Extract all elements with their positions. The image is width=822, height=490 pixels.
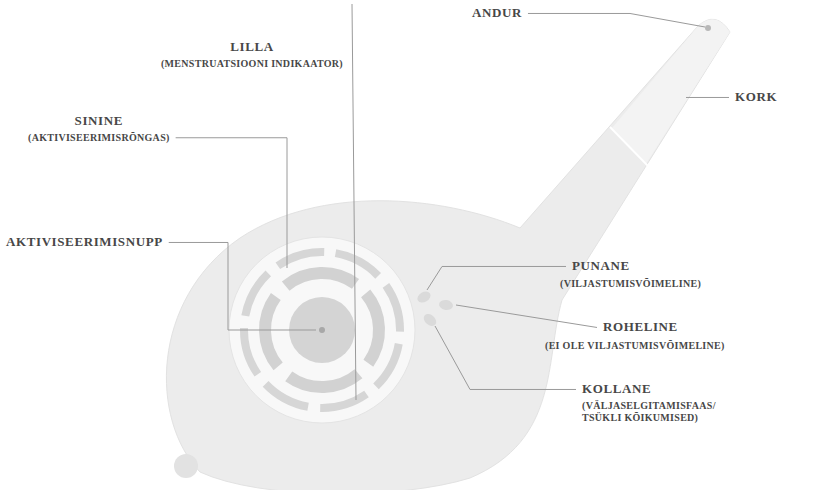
- yellow-light: [421, 312, 438, 329]
- button-center: [319, 327, 325, 333]
- leader-line: [352, 4, 356, 400]
- part-label: LILLA: [230, 40, 273, 55]
- part-description: (MENSTRUATSIOONI INDIKAATOR): [161, 58, 343, 70]
- leader-line: [686, 97, 729, 98]
- leader-line: [528, 13, 705, 27]
- part-label: KORK: [735, 90, 777, 105]
- leader-line: [456, 305, 597, 327]
- green-light: [438, 299, 454, 311]
- leader-line: [176, 138, 287, 268]
- part-description: (VILJASTUMISVÕIMELINE): [560, 278, 701, 290]
- part-label: ANDUR: [472, 6, 522, 21]
- cap: [612, 19, 730, 164]
- part-description: (EI OLE VILJASTUMISVÕIMELINE): [545, 340, 725, 352]
- part-label: KOLLANE: [582, 382, 651, 397]
- red-light: [415, 289, 432, 305]
- leader-line: [427, 266, 566, 290]
- part-description: (AKTIVISEERIMISRÕNGAS): [28, 132, 170, 144]
- leader-line: [169, 242, 316, 330]
- part-label: PUNANE: [572, 259, 630, 274]
- part-label: SININE: [75, 114, 123, 129]
- part-description: (VÄLJASELGITAMISFAAS/ TSÜKLI KÕIKUMISED): [582, 400, 752, 423]
- sensor-tip: [705, 25, 711, 31]
- small-dot: [174, 454, 198, 478]
- part-label: AKTIVISEERIMISNUPP: [6, 235, 163, 250]
- cap-seam: [610, 127, 648, 166]
- leader-line: [435, 326, 576, 389]
- part-label: ROHELINE: [603, 320, 678, 335]
